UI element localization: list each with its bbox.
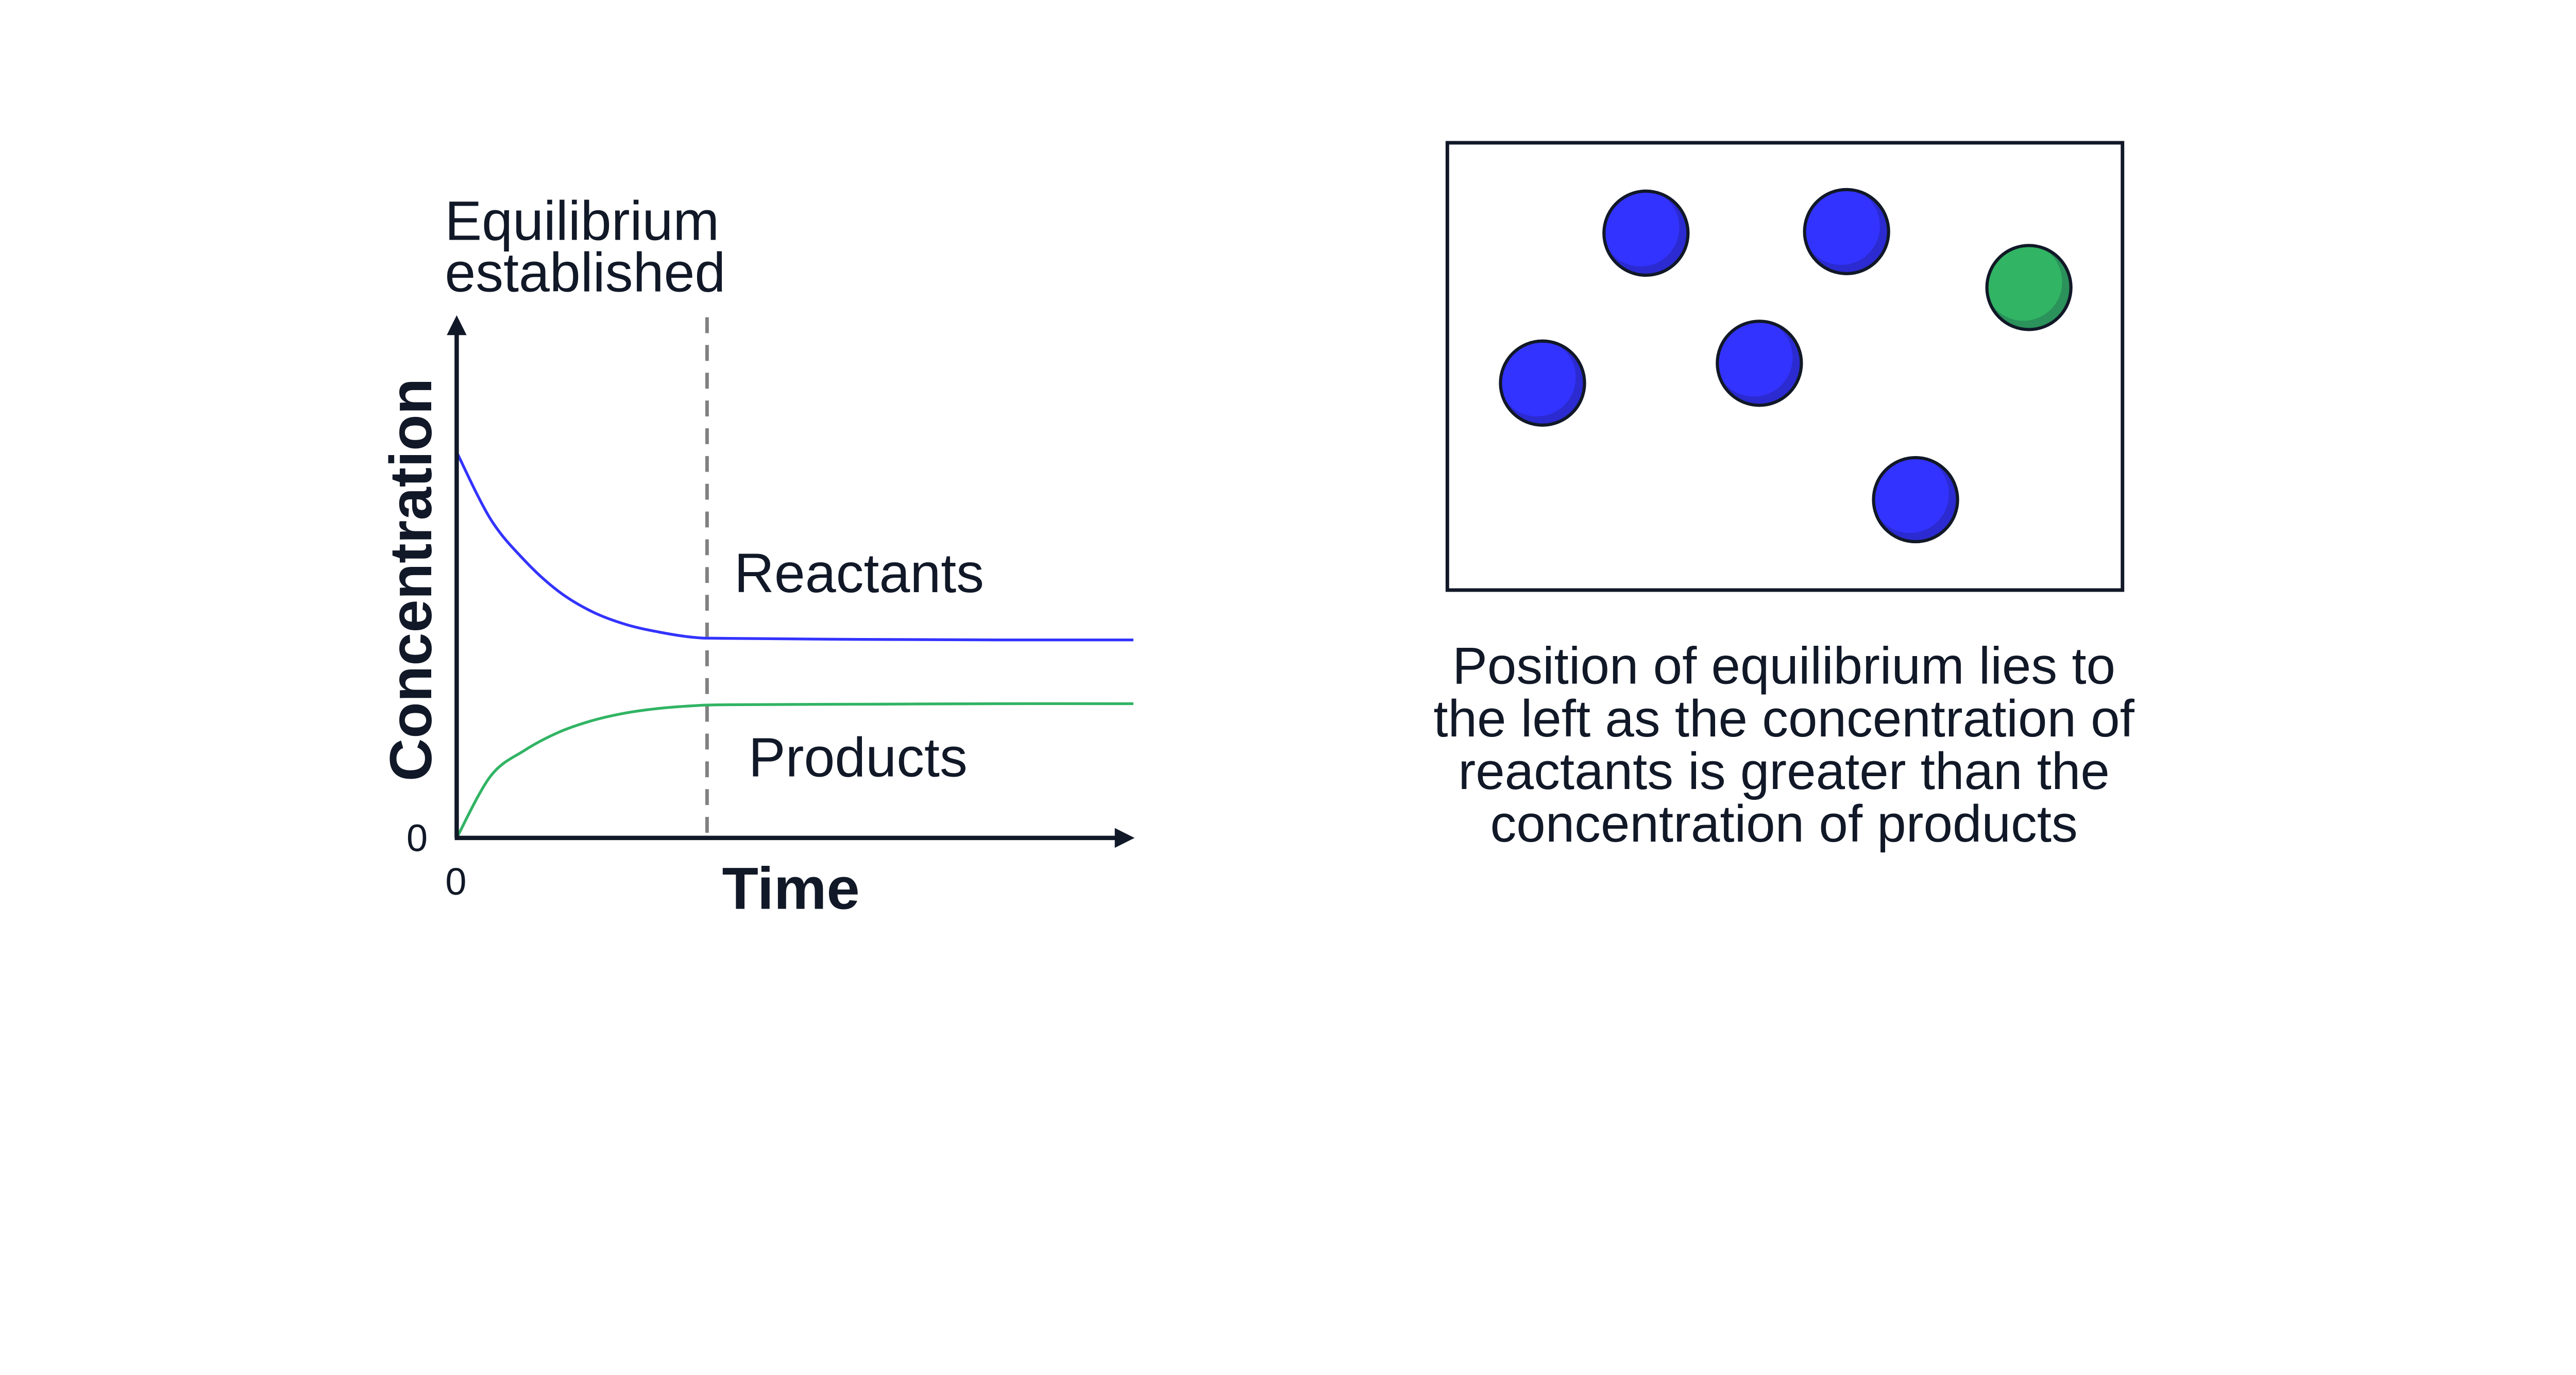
caption-line-3: reactants is greater than the	[1458, 742, 2109, 800]
annotation-line1: Equilibrium	[445, 190, 719, 252]
equilibrium-diagram: Equilibrium established 0 0 Time Concent…	[378, 141, 2135, 922]
concentration-time-chart: Equilibrium established 0 0 Time Concent…	[378, 190, 1135, 922]
container-box	[1445, 141, 2125, 592]
caption: Position of equilibrium lies to the left…	[1433, 636, 2134, 853]
reactant-molecule	[1499, 339, 1586, 427]
reactant-molecule	[1716, 320, 1803, 407]
molecules	[1499, 188, 2073, 544]
series-line-reactants	[455, 451, 1133, 642]
reactant-molecule	[1872, 456, 1959, 544]
product-molecule	[1985, 244, 2073, 331]
chart-series	[455, 451, 1133, 839]
reactant-molecule	[1602, 189, 1690, 277]
y-axis-label: Concentration	[378, 378, 444, 781]
x-axis-label: Time	[722, 856, 859, 922]
caption-line-1: Position of equilibrium lies to	[1452, 636, 2115, 695]
reactant-molecule	[1803, 188, 1890, 276]
annotation-line2: established	[445, 241, 725, 304]
y-axis-arrow-icon	[447, 315, 467, 336]
series-label-reactants: Reactants	[734, 542, 984, 604]
y-tick-0: 0	[406, 816, 428, 859]
series-line-products	[455, 702, 1133, 839]
x-axis-arrow-icon	[1114, 828, 1135, 848]
caption-line-2: the left as the concentration of	[1433, 689, 2134, 748]
x-tick-0: 0	[445, 860, 466, 903]
caption-line-4: concentration of products	[1490, 794, 2077, 853]
series-label-products: Products	[749, 726, 968, 789]
particle-container	[1445, 141, 2125, 592]
